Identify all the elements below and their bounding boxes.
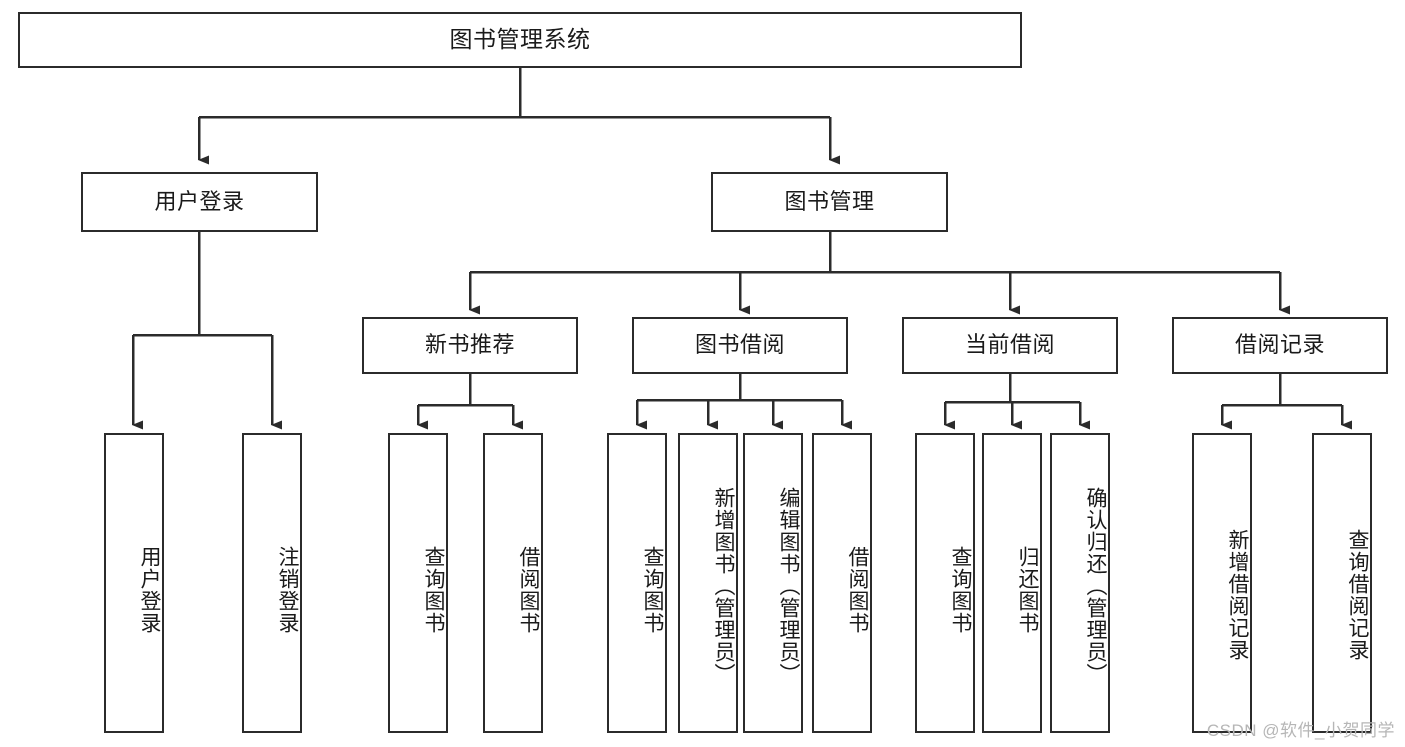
leaf-current-borrow-confirm[interactable]: 确认归还（管理员） [1050,433,1110,733]
leaf-label: 查询图书 [641,546,664,634]
leaf-label: 借阅图书 [517,546,540,634]
leaf-label: 查询借阅记录 [1346,529,1369,661]
node-user-login[interactable]: 用户登录 [81,172,318,232]
node-book-borrow[interactable]: 图书借阅 [632,317,848,374]
leaf-label: 查询图书 [422,546,445,634]
leaf-new-book-borrow[interactable]: 借阅图书 [483,433,543,733]
leaf-user-login-logout[interactable]: 注销登录 [242,433,302,733]
leaf-label: 新增图书（管理员） [712,487,735,685]
node-current-borrow[interactable]: 当前借阅 [902,317,1118,374]
leaf-label: 新增借阅记录 [1226,529,1249,661]
leaf-user-login-login[interactable]: 用户登录 [104,433,164,733]
leaf-book-borrow-borrow[interactable]: 借阅图书 [812,433,872,733]
leaf-book-borrow-add[interactable]: 新增图书（管理员） [678,433,738,733]
leaf-label: 归还图书 [1016,546,1039,634]
node-root-system[interactable]: 图书管理系统 [18,12,1022,68]
leaf-current-borrow-return[interactable]: 归还图书 [982,433,1042,733]
leaf-label: 编辑图书（管理员） [777,487,800,685]
node-borrow-records[interactable]: 借阅记录 [1172,317,1388,374]
node-new-book-recommend[interactable]: 新书推荐 [362,317,578,374]
leaf-label: 确认归还（管理员） [1084,487,1107,685]
leaf-borrow-records-add[interactable]: 新增借阅记录 [1192,433,1252,733]
leaf-new-book-query[interactable]: 查询图书 [388,433,448,733]
leaf-label: 注销登录 [276,546,299,634]
leaf-label: 借阅图书 [846,546,869,634]
leaf-label: 用户登录 [138,546,161,634]
leaf-current-borrow-query[interactable]: 查询图书 [915,433,975,733]
leaf-borrow-records-query[interactable]: 查询借阅记录 [1312,433,1372,733]
csdn-watermark: CSDN @软件_小贺同学 [1206,721,1395,740]
node-book-management[interactable]: 图书管理 [711,172,948,232]
leaf-book-borrow-edit[interactable]: 编辑图书（管理员） [743,433,803,733]
leaf-label: 查询图书 [949,546,972,634]
leaf-book-borrow-query[interactable]: 查询图书 [607,433,667,733]
